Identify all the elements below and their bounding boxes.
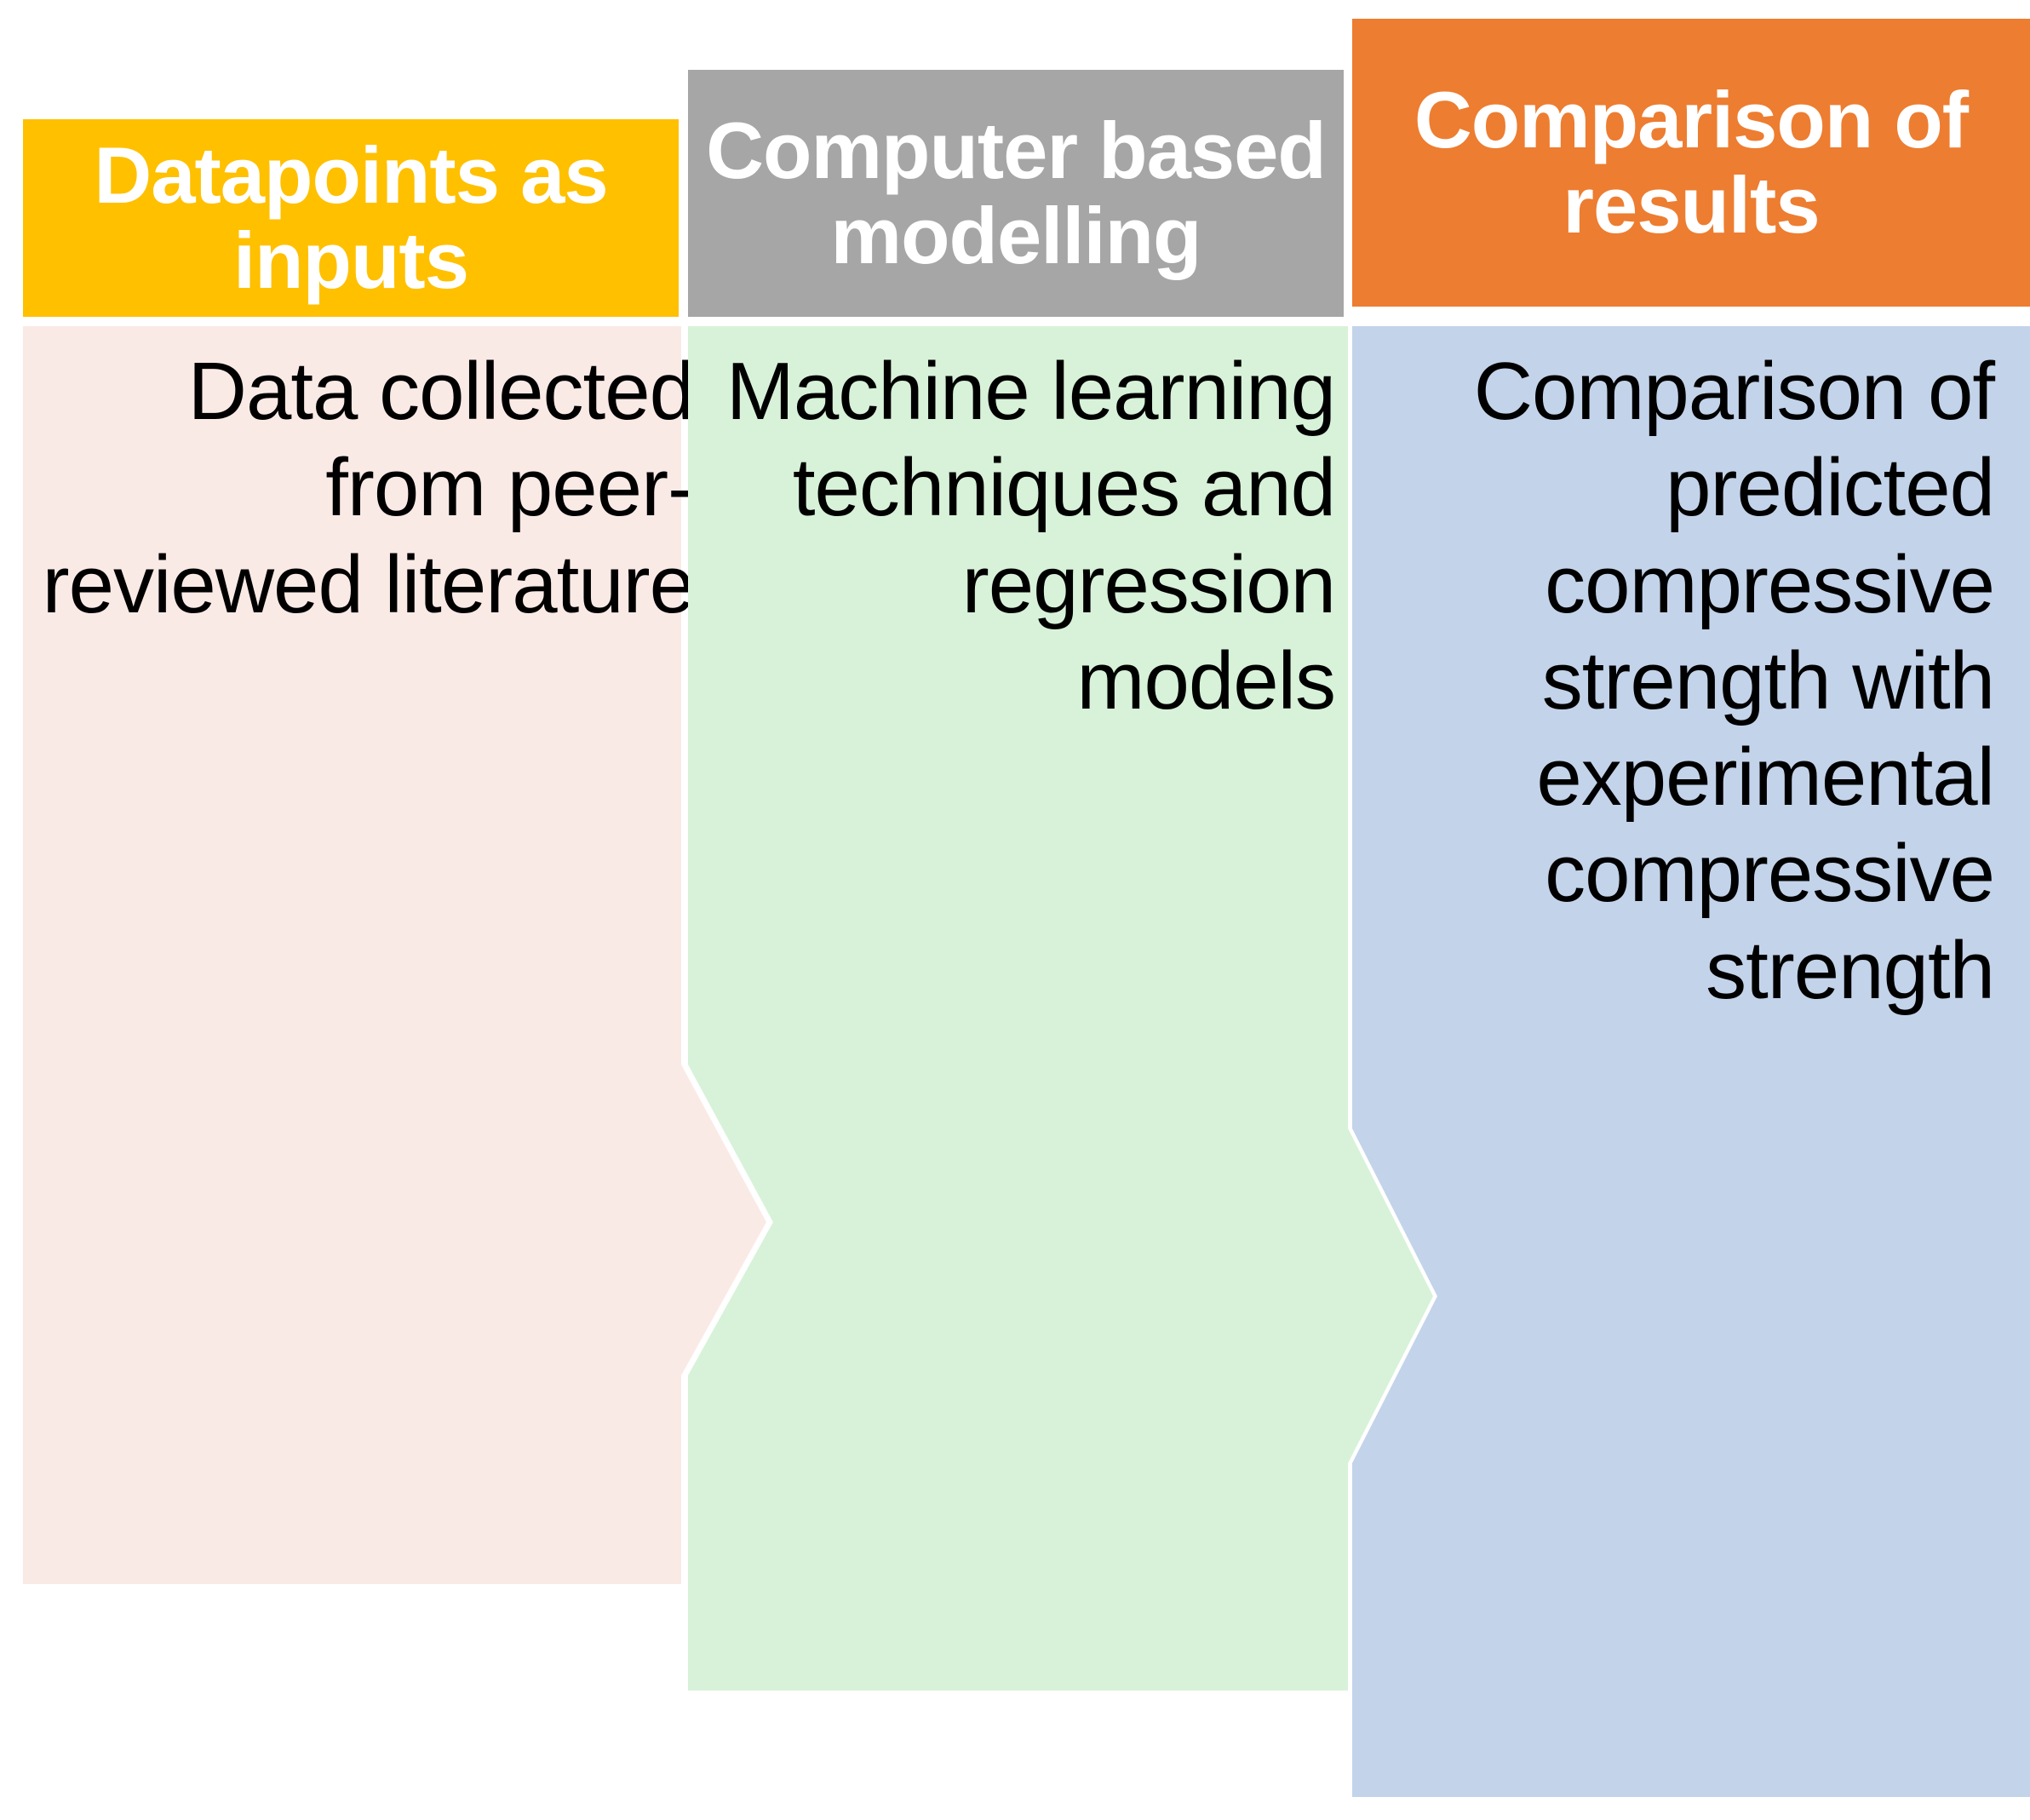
stage-header-modelling[interactable]: Computer based modelling	[688, 70, 1344, 317]
stage-header-modelling-label: Computer based modelling	[706, 106, 1327, 280]
stage-body-comparison[interactable]: Comparison of predicted compressive stre…	[1352, 326, 2030, 1797]
stage-header-comparison[interactable]: Comparison of results	[1352, 19, 2030, 307]
chevron-shape-inputs	[23, 326, 766, 1584]
stage-body-modelling[interactable]: Machine learning techniques and regressi…	[688, 326, 1433, 1691]
stage-header-inputs-label: Datapoints as inputs	[94, 130, 608, 305]
stage-body-inputs[interactable]: Data collected from peer-reviewed litera…	[23, 326, 771, 1584]
chevron-shape-comparison	[1352, 326, 2030, 1797]
stage-header-inputs[interactable]: Datapoints as inputs	[23, 119, 679, 317]
stage-header-comparison-label: Comparison of results	[1414, 75, 1969, 250]
stage-body-comparison-label: Comparison of predicted compressive stre…	[1473, 346, 1995, 1016]
chevron-shape-modelling	[688, 326, 1433, 1691]
stage-body-modelling-label: Machine learning techniques and regressi…	[725, 346, 1336, 726]
stage-body-inputs-label: Data collected from peer-reviewed litera…	[42, 346, 695, 630]
